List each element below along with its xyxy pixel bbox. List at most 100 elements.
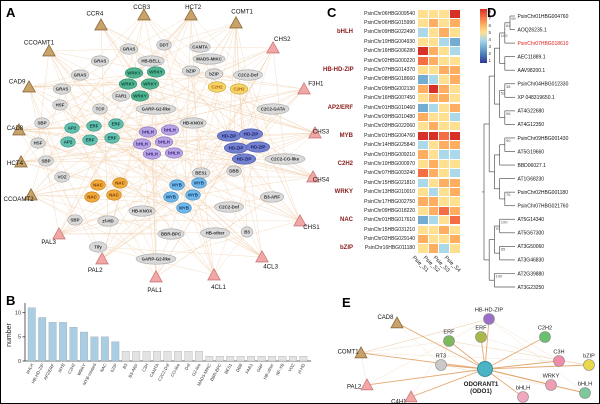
tf-node-label: ERF bbox=[108, 136, 117, 141]
tf-node bbox=[246, 141, 271, 153]
odorant1-hub-node bbox=[477, 361, 493, 377]
scale-tick-label: 7 bbox=[488, 16, 491, 21]
heatmap-cell bbox=[449, 75, 460, 84]
tf-family-group-label: HB-HD-ZIP bbox=[323, 67, 354, 74]
network-edge bbox=[30, 194, 76, 221]
heatmap-cell bbox=[439, 216, 449, 225]
heatmap-cell bbox=[439, 234, 449, 244]
gene-node-label: 4CL1 bbox=[211, 284, 226, 291]
network-edge bbox=[440, 364, 586, 394]
network-edge bbox=[190, 14, 200, 184]
tf-node-label: NAC bbox=[93, 183, 103, 188]
heatmap-cell bbox=[449, 112, 460, 122]
tf-node-label: C2C2-CO-like bbox=[271, 157, 300, 162]
gene-node-label: PAL2 bbox=[88, 267, 103, 274]
scale-tick-label: 8 bbox=[488, 9, 491, 14]
gene-node-label: HCT4 bbox=[7, 160, 24, 167]
heatmap-cell bbox=[428, 9, 439, 18]
panel-label-c: C bbox=[327, 5, 337, 20]
heatmap-cell bbox=[428, 169, 439, 178]
tf-node-label: bHLH bbox=[136, 142, 148, 147]
gene-id-label: PsinChr09HBG022490 bbox=[364, 29, 415, 36]
tf-node bbox=[179, 117, 207, 129]
heatmap-cell bbox=[439, 9, 449, 18]
bar-category-label: WRKY bbox=[76, 363, 87, 377]
heatmap-cell bbox=[439, 28, 449, 37]
heatmap-cell bbox=[418, 234, 428, 244]
heatmap-cell bbox=[428, 65, 439, 75]
bar bbox=[268, 356, 276, 362]
bar bbox=[27, 307, 36, 362]
tf-node-label: ERF bbox=[86, 138, 95, 143]
tf-node-label: WRKY bbox=[121, 82, 134, 87]
tf-node-label: bHLH bbox=[164, 128, 176, 133]
network-edge bbox=[360, 318, 490, 354]
gene-triangle-node bbox=[14, 154, 28, 168]
heatmap-row: PsinChr02HBG029140 bbox=[323, 234, 493, 244]
heatmap-cell bbox=[428, 75, 439, 84]
bar-category-label: C2H2 bbox=[67, 362, 77, 375]
tf-node bbox=[256, 103, 290, 115]
heatmap-cell bbox=[449, 159, 460, 169]
panel-label-d: D bbox=[487, 5, 497, 20]
gene-node-label: CHS4 bbox=[313, 176, 330, 183]
gene-id-label: PsinChr01HBG017610 bbox=[364, 217, 415, 224]
bar-category-label: FAR1 bbox=[244, 362, 254, 374]
heatmap-cell bbox=[418, 37, 428, 46]
network-edge bbox=[480, 336, 560, 362]
heatmap-cell bbox=[418, 159, 428, 169]
gene-id-label: PsinChr16HBG006280 bbox=[364, 48, 415, 55]
heatmap-cell bbox=[439, 84, 449, 93]
heatmap-cell bbox=[439, 65, 449, 75]
tf-node-label: NAC bbox=[109, 193, 119, 198]
heatmap-cell bbox=[418, 84, 428, 93]
network-edge bbox=[488, 318, 560, 362]
gene-triangle-node bbox=[255, 249, 269, 263]
y-tick-label: 5 bbox=[18, 335, 21, 341]
heatmap-cell bbox=[439, 75, 449, 84]
network-edge bbox=[58, 108, 274, 235]
tf-family-group-label: bHLH bbox=[337, 29, 353, 36]
tf-node bbox=[435, 359, 447, 371]
tf-node bbox=[119, 43, 139, 55]
network-edge bbox=[99, 108, 165, 143]
gene-node-label: PAL1 bbox=[147, 287, 162, 294]
tf-node-label: TCP bbox=[96, 107, 105, 112]
hub-edge bbox=[360, 352, 486, 370]
tree-leaf-label: AT4G12350 bbox=[518, 122, 545, 128]
gene-id-label: PsinChr01HBG009210 bbox=[364, 151, 415, 158]
network-edge bbox=[37, 88, 63, 144]
tf-node-label: B3-ARF bbox=[264, 195, 280, 200]
network-edge bbox=[213, 108, 274, 276]
tf-node-label: MYB bbox=[188, 193, 198, 198]
network-edge bbox=[410, 340, 450, 398]
heatmap-cell bbox=[418, 65, 428, 75]
heatmap-cell bbox=[449, 103, 460, 112]
gene-id-label: PsinChr17HBG002750 bbox=[364, 198, 415, 205]
bootstrap-value: 52 bbox=[501, 91, 506, 96]
y-axis-title: number bbox=[6, 322, 13, 346]
network-edge bbox=[163, 22, 237, 46]
network-edge bbox=[448, 340, 590, 366]
tf-node bbox=[60, 136, 76, 148]
heatmap-cell bbox=[418, 94, 428, 103]
tf-node bbox=[82, 134, 98, 146]
heatmap-row: PsinChr03HBG010480 bbox=[323, 112, 493, 122]
heatmap-cell bbox=[439, 56, 449, 65]
bar bbox=[236, 356, 245, 362]
bar bbox=[59, 322, 67, 362]
gene-id-label: PsinChr16HBG007450 bbox=[364, 95, 415, 102]
tf-node-label: DDT bbox=[159, 43, 168, 48]
bar-category-label: MYB bbox=[57, 363, 66, 374]
heatmap-cell bbox=[418, 150, 428, 159]
tf-node bbox=[132, 138, 152, 150]
network-edge bbox=[360, 352, 560, 362]
tf-node-label: GRAS bbox=[94, 59, 107, 64]
tf-family-group-label: bZIP bbox=[340, 245, 353, 252]
bar bbox=[80, 331, 88, 362]
tf-node bbox=[240, 226, 254, 238]
